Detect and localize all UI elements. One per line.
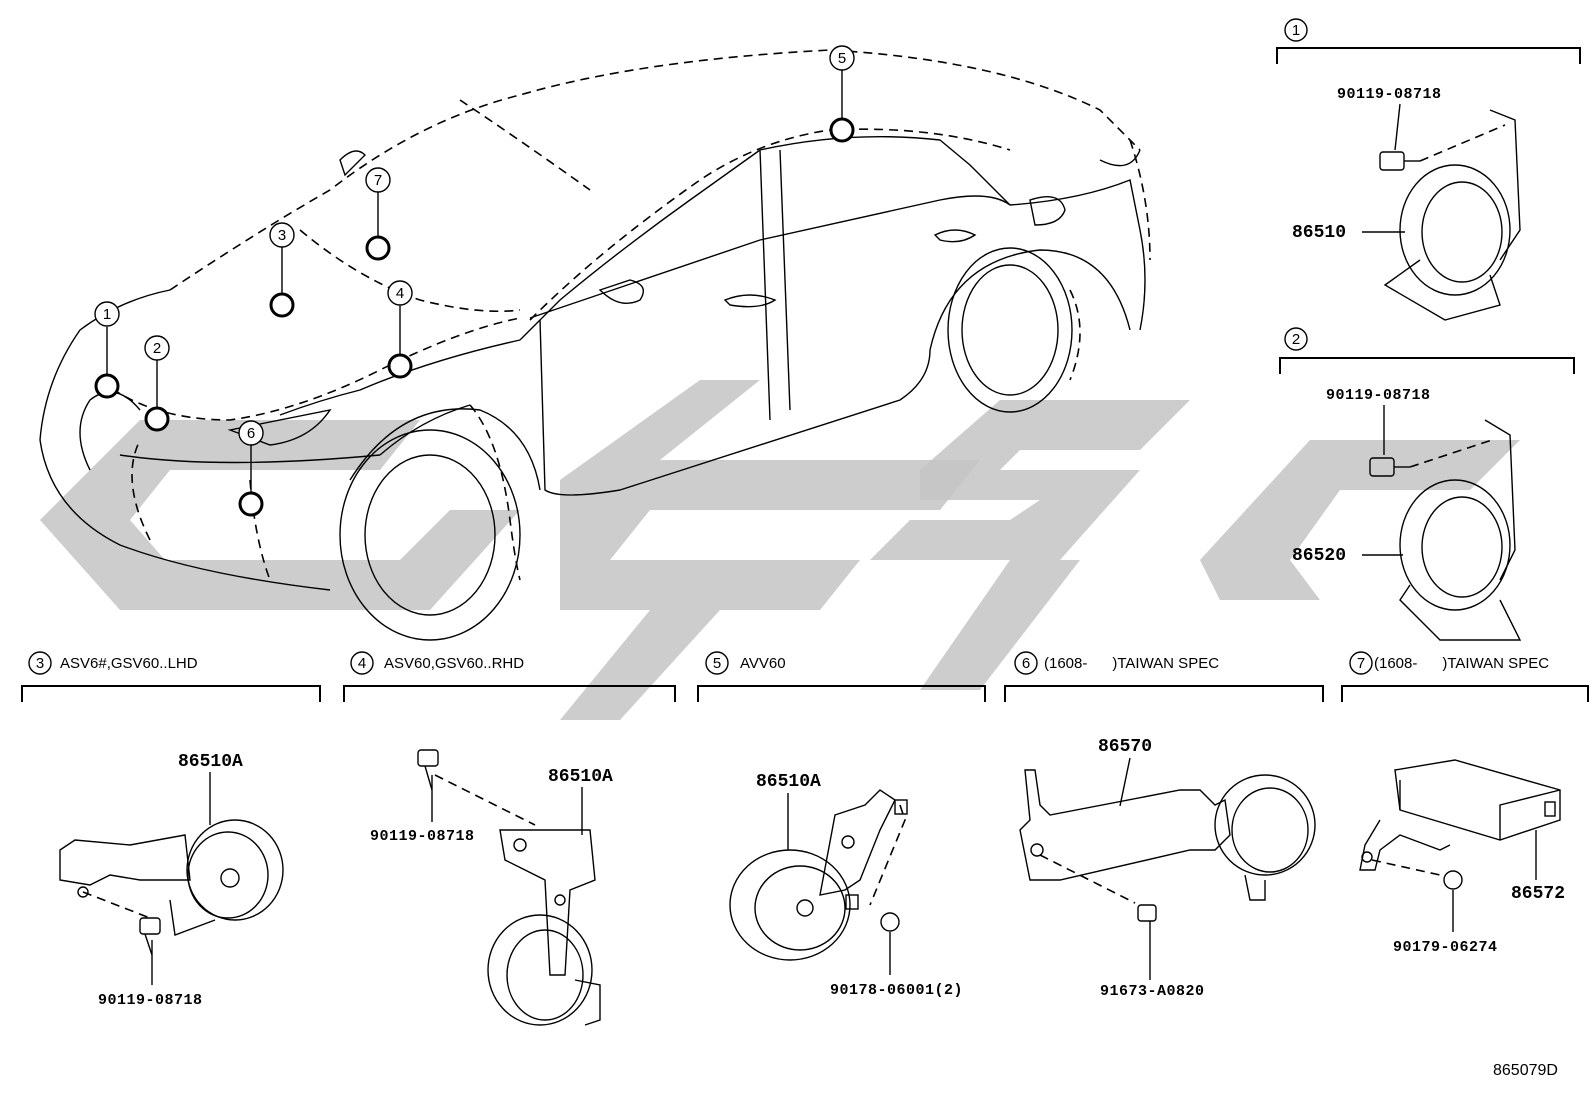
- svg-text:3: 3: [36, 655, 44, 672]
- svg-text:6: 6: [247, 425, 255, 442]
- section-7-parts: 86572 90179-06274: [1359, 759, 1565, 956]
- callout-3[interactable]: 3: [269, 222, 295, 318]
- watermark-logo: [40, 380, 1520, 720]
- section-5-parts: 86510A 90178-06001(2): [729, 772, 963, 999]
- section-6-parts: 86570 91673-A0820: [1019, 737, 1316, 1000]
- svg-text:(1608- )TAIWAN SPEC: (1608- )TAIWAN SPEC: [1374, 655, 1549, 672]
- bracket-86570-drawing: [1019, 769, 1316, 904]
- nut-s7-drawing: [1443, 870, 1463, 932]
- module-86572-drawing: [1359, 759, 1561, 876]
- svg-text:7: 7: [374, 172, 382, 189]
- bolt-s4-drawing: [417, 749, 439, 791]
- part-90119-08718-s4[interactable]: 90119-08718: [370, 828, 475, 845]
- section-3-header: 3 ASV6#,GSV60..LHD: [21, 651, 321, 702]
- svg-text:4: 4: [358, 655, 366, 672]
- part-90119-08718-s3[interactable]: 90119-08718: [98, 992, 203, 1009]
- callout-1[interactable]: 1: [94, 301, 120, 399]
- svg-text:AVV60: AVV60: [740, 655, 786, 672]
- callout-2[interactable]: 2: [144, 335, 170, 432]
- part-90179-06274-s7[interactable]: 90179-06274: [1393, 939, 1498, 956]
- horn-86510-drawing: [1379, 109, 1521, 321]
- section-2: 2 90119-08718 86520: [1279, 327, 1575, 641]
- part-90119-08718-s1[interactable]: 90119-08718: [1337, 86, 1442, 103]
- svg-text:ASV60,GSV60..RHD: ASV60,GSV60..RHD: [384, 655, 524, 672]
- svg-text:ASV6#,GSV60..LHD: ASV6#,GSV60..LHD: [60, 655, 198, 672]
- bolt-s6-drawing: [1137, 904, 1157, 980]
- callout-5[interactable]: 5: [829, 45, 855, 143]
- part-86510-s1[interactable]: 86510: [1292, 223, 1346, 243]
- part-86510A-s3[interactable]: 86510A: [178, 752, 243, 772]
- diagram-id: 865079D: [1493, 1062, 1558, 1079]
- svg-text:2: 2: [1292, 331, 1300, 348]
- part-86520-s2[interactable]: 86520: [1292, 546, 1346, 566]
- section-7-header: 7 (1608- )TAIWAN SPEC: [1341, 651, 1589, 702]
- svg-text:2: 2: [153, 340, 161, 357]
- part-86510A-s4[interactable]: 86510A: [548, 767, 613, 787]
- svg-text:3: 3: [278, 227, 286, 244]
- horn-86520-drawing: [1369, 419, 1522, 641]
- horn-86510A-s4-drawing: [487, 829, 601, 1026]
- section-3-parts: 86510A 90119-08718: [59, 752, 284, 1009]
- bolt-s3-drawing: [139, 917, 161, 956]
- svg-text:5: 5: [838, 50, 846, 67]
- svg-text:1: 1: [1292, 22, 1300, 39]
- section-4-parts: 90119-08718 86510A: [370, 749, 613, 1026]
- car-outline: [39, 49, 1151, 641]
- part-90119-08718-s2[interactable]: 90119-08718: [1326, 387, 1431, 404]
- svg-text:7: 7: [1357, 655, 1365, 672]
- section-6-header: 6 (1608- )TAIWAN SPEC: [1004, 651, 1324, 702]
- part-91673-A0820-s6[interactable]: 91673-A0820: [1100, 983, 1205, 1000]
- car-callouts: 1 2 3 4 5 6: [94, 45, 855, 517]
- part-90178-06001-s5[interactable]: 90178-06001(2): [830, 982, 963, 999]
- svg-text:6: 6: [1022, 655, 1030, 672]
- svg-text:5: 5: [713, 655, 721, 672]
- part-86570-s6[interactable]: 86570: [1098, 737, 1152, 757]
- callout-4[interactable]: 4: [387, 280, 413, 379]
- section-4-header: 4 ASV60,GSV60..RHD: [343, 651, 676, 702]
- svg-text:4: 4: [396, 285, 404, 302]
- section-5-header: 5 AVV60: [697, 651, 986, 702]
- part-86572-s7[interactable]: 86572: [1511, 884, 1565, 904]
- horn-86510A-s3-drawing: [59, 819, 284, 936]
- callout-7[interactable]: 7: [365, 167, 391, 261]
- part-86510A-s5[interactable]: 86510A: [756, 772, 821, 792]
- callout-6[interactable]: 6: [238, 420, 264, 517]
- nut-s5-drawing: [880, 912, 900, 975]
- section-1: 1 90119-08718 86510: [1276, 18, 1581, 321]
- svg-text:(1608- )TAIWAN SPEC: (1608- )TAIWAN SPEC: [1044, 655, 1219, 672]
- svg-text:1: 1: [103, 306, 111, 323]
- horn-86510A-s5-drawing: [729, 789, 908, 961]
